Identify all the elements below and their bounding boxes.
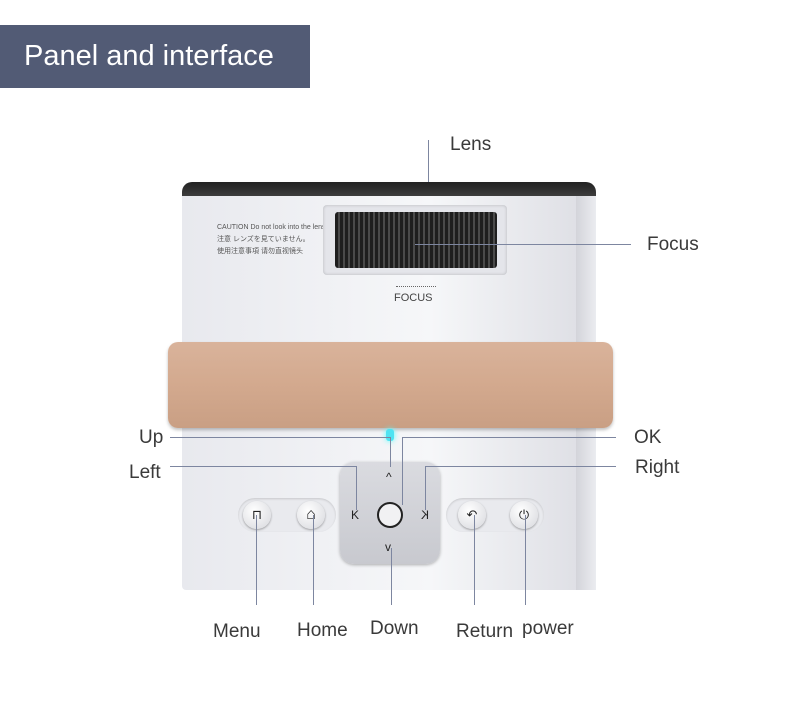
focus-wheel[interactable]	[335, 212, 497, 268]
menu-callout-line	[256, 515, 257, 605]
left-label: Left	[129, 462, 161, 483]
caution-line-2: 注意 レンズを見ていません。	[217, 236, 310, 243]
home-icon: ⌂	[306, 506, 316, 523]
power-button[interactable]: ⏻	[510, 501, 538, 529]
left-callout-line	[170, 466, 356, 467]
right-callout-line	[425, 466, 616, 467]
status-led	[386, 429, 394, 441]
return-icon: ↶	[466, 507, 478, 522]
up-label: Up	[139, 427, 164, 448]
down-callout-line	[391, 548, 392, 605]
left-callout-drop	[356, 466, 357, 510]
caution-line-1: CAUTION Do not look into the lens.	[217, 224, 328, 231]
right-label: Right	[635, 457, 680, 478]
down-label: Down	[370, 618, 419, 639]
power-icon: ⏻	[518, 507, 530, 522]
power-label: power	[522, 618, 574, 639]
ok-callout-line	[402, 437, 616, 438]
power-callout-line	[525, 515, 526, 605]
return-label: Return	[456, 621, 514, 642]
menu-label: Menu	[213, 621, 261, 642]
down-arrow-icon[interactable]: v	[385, 540, 391, 554]
ok-callout-drop	[402, 437, 403, 505]
section-banner: Panel and interface	[0, 25, 310, 88]
focus-callout-line	[415, 244, 631, 245]
right-arrow-icon[interactable]: K	[421, 508, 430, 522]
menu-button[interactable]: ⊓	[243, 501, 271, 529]
return-button[interactable]: ↶	[458, 501, 486, 529]
up-callout-line	[170, 437, 390, 438]
ok-button[interactable]	[377, 502, 403, 528]
projector-top-cover	[182, 182, 596, 200]
home-label: Home	[297, 620, 348, 641]
focus-label: Focus	[647, 234, 699, 255]
right-callout-drop	[425, 466, 426, 510]
focus-indicator	[396, 286, 436, 288]
ok-label: OK	[634, 427, 662, 448]
lens-callout-line	[428, 140, 429, 182]
focus-printed-label: FOCUS	[394, 292, 433, 304]
caution-label: CAUTION Do not look into the lens. 注意 レン…	[217, 222, 328, 258]
home-callout-line	[313, 515, 314, 605]
menu-icon: ⊓	[251, 507, 263, 522]
up-arrow-icon[interactable]: ^	[386, 470, 392, 484]
home-button[interactable]: ⌂	[297, 501, 325, 529]
caution-line-3: 使用注意事項 请勿直视镜头	[217, 248, 303, 255]
return-callout-line	[474, 515, 475, 605]
left-arrow-icon[interactable]: K	[351, 508, 360, 522]
leather-strap	[168, 342, 613, 428]
lens-label: Lens	[450, 134, 492, 155]
up-callout-drop	[390, 437, 391, 467]
